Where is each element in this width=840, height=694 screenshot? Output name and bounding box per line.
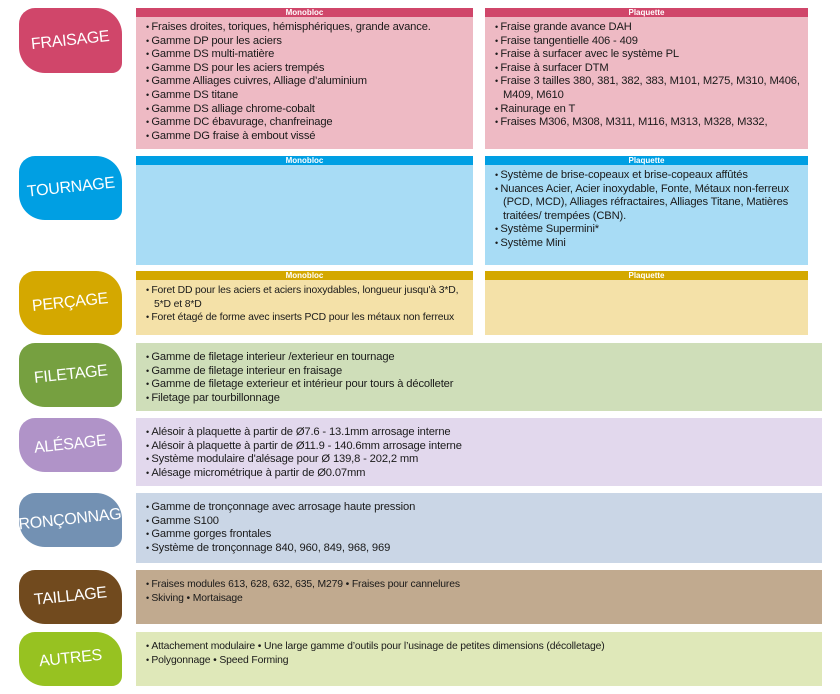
list-item: Fraise à surfacer avec le système PL	[495, 48, 800, 62]
list-item: Foret DD pour les aciers et aciers inoxy…	[146, 284, 465, 311]
list-item: Système modulaire d'alésage pour Ø 139,8…	[146, 453, 814, 467]
item-list: Fraise grande avance DAHFraise tangentie…	[485, 17, 808, 130]
list-item: Filetage par tourbillonnage	[146, 392, 814, 406]
category-title: TRONÇONNAGE	[8, 504, 133, 535]
category-label-alesage[interactable]: ALÉSAGE	[19, 418, 122, 472]
item-list: Gamme de tronçonnage avec arrosage haute…	[136, 497, 822, 555]
monobloc-panel-fraisage: MonoblocFraises droites, toriques, hémis…	[136, 8, 473, 149]
list-item: Alésoir à plaquette à partir de Ø11.9 - …	[146, 440, 814, 454]
item-list: Fraises droites, toriques, hémisphérique…	[136, 17, 473, 143]
list-item: Gamme DS titane	[146, 89, 465, 103]
category-title: FILETAGE	[32, 362, 109, 387]
category-title: AUTRES	[38, 646, 103, 671]
monobloc-header: Monobloc	[136, 8, 473, 17]
list-item: Gamme de filetage interieur /exterieur e…	[146, 351, 814, 365]
content-panel-tronconnage: Gamme de tronçonnage avec arrosage haute…	[136, 493, 822, 563]
list-item: Gamme gorges frontales	[146, 528, 814, 542]
category-label-tronconnage[interactable]: TRONÇONNAGE	[8, 493, 132, 547]
category-label-autres[interactable]: AUTRES	[19, 632, 122, 686]
list-item: Gamme S100	[146, 515, 814, 529]
item-list: Fraises modules 613, 628, 632, 635, M279…	[136, 574, 822, 605]
item-list	[136, 165, 473, 169]
monobloc-panel-percage: MonoblocForet DD pour les aciers et acie…	[136, 271, 473, 335]
list-item: Gamme DS multi-matière	[146, 48, 465, 62]
list-item: Nuances Acier, Acier inoxydable, Fonte, …	[495, 183, 800, 224]
category-title: ALÉSAGE	[33, 432, 108, 457]
list-item: Foret étagé de forme avec inserts PCD po…	[146, 311, 465, 325]
list-item: Système Mini	[495, 237, 800, 251]
plaquette-panel-percage: Plaquette	[485, 271, 808, 335]
list-item: Fraise 3 tailles 380, 381, 382, 383, M10…	[495, 75, 800, 102]
item-list: Alésoir à plaquette à partir de Ø7.6 - 1…	[136, 422, 822, 480]
list-item: Gamme DG fraise à embout vissé	[146, 130, 465, 144]
plaquette-panel-tournage: PlaquetteSystème de brise-copeaux et bri…	[485, 156, 808, 265]
list-item: Système Supermini*	[495, 223, 800, 237]
item-list: Attachement modulaire • Une large gamme …	[136, 636, 822, 667]
plaquette-header: Plaquette	[485, 8, 808, 17]
list-item: Système de brise-copeaux et brise-copeau…	[495, 169, 800, 183]
list-item: Fraises modules 613, 628, 632, 635, M279…	[146, 578, 814, 592]
category-label-filetage[interactable]: FILETAGE	[19, 343, 122, 407]
category-label-percage[interactable]: PERÇAGE	[19, 271, 122, 335]
category-title: TOURNAGE	[25, 174, 116, 201]
category-title: TAILLAGE	[33, 584, 108, 609]
list-item: Gamme de tronçonnage avec arrosage haute…	[146, 501, 814, 515]
plaquette-panel-fraisage: PlaquetteFraise grande avance DAHFraise …	[485, 8, 808, 149]
list-item: Fraises M306, M308, M311, M116, M313, M3…	[495, 116, 800, 130]
category-title: FRAISAGE	[30, 27, 111, 53]
item-list	[485, 280, 808, 284]
list-item: Fraise grande avance DAH	[495, 21, 800, 35]
list-item: Système de tronçonnage 840, 960, 849, 96…	[146, 542, 814, 556]
content-panel-autres: Attachement modulaire • Une large gamme …	[136, 632, 822, 686]
content-panel-filetage: Gamme de filetage interieur /exterieur e…	[136, 343, 822, 411]
monobloc-header: Monobloc	[136, 271, 473, 280]
category-label-fraisage[interactable]: FRAISAGE	[19, 8, 122, 73]
list-item: Alésoir à plaquette à partir de Ø7.6 - 1…	[146, 426, 814, 440]
content-panel-alesage: Alésoir à plaquette à partir de Ø7.6 - 1…	[136, 418, 822, 486]
list-item: Gamme de filetage exterieur et intérieur…	[146, 378, 814, 392]
plaquette-header: Plaquette	[485, 156, 808, 165]
item-list: Gamme de filetage interieur /exterieur e…	[136, 347, 822, 405]
list-item: Fraises droites, toriques, hémisphérique…	[146, 21, 465, 35]
category-label-taillage[interactable]: TAILLAGE	[19, 570, 122, 624]
plaquette-header: Plaquette	[485, 271, 808, 280]
list-item: Fraise tangentielle 406 - 409	[495, 35, 800, 49]
list-item: Polygonnage • Speed Forming	[146, 654, 814, 668]
list-item: Gamme de filetage interieur en fraisage	[146, 365, 814, 379]
list-item: Skiving • Mortaisage	[146, 592, 814, 606]
content-panel-taillage: Fraises modules 613, 628, 632, 635, M279…	[136, 570, 822, 624]
item-list: Foret DD pour les aciers et aciers inoxy…	[136, 280, 473, 325]
monobloc-panel-tournage: Monobloc	[136, 156, 473, 265]
list-item: Gamme DS alliage chrome-cobalt	[146, 103, 465, 117]
list-item: Attachement modulaire • Une large gamme …	[146, 640, 814, 654]
list-item: Gamme Alliages cuivres, Alliage d’alumin…	[146, 75, 465, 89]
category-label-tournage[interactable]: TOURNAGE	[19, 156, 122, 220]
category-title: PERÇAGE	[31, 290, 110, 315]
list-item: Gamme DP pour les aciers	[146, 35, 465, 49]
list-item: Gamme DS pour les aciers trempés	[146, 62, 465, 76]
list-item: Fraise à surfacer DTM	[495, 62, 800, 76]
list-item: Rainurage en T	[495, 103, 800, 117]
list-item: Gamme DC ébavurage, chanfreinage	[146, 116, 465, 130]
monobloc-header: Monobloc	[136, 156, 473, 165]
item-list: Système de brise-copeaux et brise-copeau…	[485, 165, 808, 251]
list-item: Alésage micrométrique à partir de Ø0.07m…	[146, 467, 814, 481]
